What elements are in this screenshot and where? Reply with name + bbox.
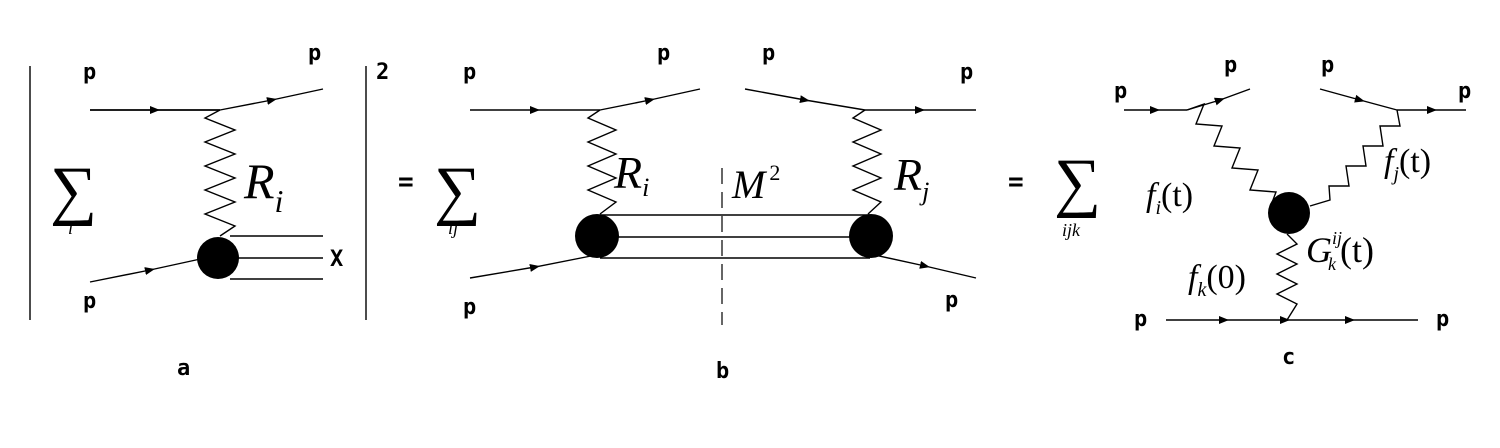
sum-symbol-c: ∑	[1054, 146, 1101, 219]
proton-line-b-bottom-left-in	[469, 254, 597, 279]
proton-line-top-out	[219, 88, 324, 111]
label-p-c-bottom-out: p	[1436, 307, 1449, 332]
reggeon-zigzag-c-right	[1309, 109, 1401, 207]
equals-c: =	[1008, 167, 1024, 197]
label-p-c-top-left-in: p	[1114, 79, 1127, 104]
label-p-b-bottom-right-out: p	[945, 288, 958, 313]
reggeon-zigzag-b-left	[586, 109, 618, 215]
equals-b: =	[398, 167, 414, 197]
label-p-b-top-right-in: p	[762, 41, 775, 66]
blob-a	[197, 237, 239, 279]
label-p-b-bottom-left-in: p	[463, 295, 476, 320]
panel-c	[1124, 88, 1466, 324]
label-square-exponent: 2	[376, 60, 389, 85]
caption-a: a	[177, 356, 190, 381]
label-p-a-bottom-in: p	[83, 289, 96, 314]
sum-symbol-b: ∑	[434, 154, 481, 227]
proton-line-b-top-right-in	[744, 88, 866, 111]
label-p-c-top-right-in: p	[1321, 53, 1334, 78]
proton-line-bottom-in	[89, 257, 206, 283]
reggeon-zigzag-a	[203, 109, 237, 237]
label-p-b-top-left-out: p	[657, 41, 670, 66]
panel-b	[469, 88, 977, 325]
label-p-b-top-right-out: p	[960, 60, 973, 85]
reggeon-zigzag-c-bottom	[1275, 233, 1299, 321]
label-x-a: X	[330, 247, 343, 272]
label-p-a-top-out: p	[308, 41, 321, 66]
sum-index-b: ij	[448, 218, 458, 238]
label-reggeon-b-left: Ri	[613, 147, 649, 202]
sum-symbol-a: ∑	[50, 154, 97, 227]
blob-c	[1268, 192, 1310, 234]
label-p-c-top-right-out: p	[1458, 79, 1471, 104]
panel-a	[29, 66, 367, 320]
sum-index-c: ijk	[1062, 220, 1081, 240]
caption-c: c	[1282, 345, 1295, 370]
label-p-c-top-left-out: p	[1224, 53, 1237, 78]
label-p-a-top-in: p	[83, 60, 96, 85]
blob-b-right	[849, 214, 893, 258]
label-p-c-bottom-in: p	[1134, 307, 1147, 332]
label-fi: fi(t)	[1146, 177, 1193, 219]
proton-line-c-top-right-in	[1319, 88, 1398, 111]
proton-line-b-bottom-right-out	[869, 253, 977, 279]
label-reggeon-b-right: Rj	[893, 149, 929, 206]
label-fk: fk(0)	[1188, 259, 1246, 301]
label-fj: fj(t)	[1384, 143, 1431, 185]
proton-line-b-top-left-out	[599, 88, 701, 111]
label-p-b-top-left-in: p	[463, 60, 476, 85]
sum-index-a: i	[68, 218, 73, 238]
reggeon-zigzag-c-left	[1186, 102, 1277, 209]
caption-b: b	[716, 359, 729, 384]
label-reggeon-a: Ri	[243, 153, 283, 219]
reggeon-zigzag-b-right	[851, 109, 883, 215]
blob-b-left	[575, 214, 619, 258]
